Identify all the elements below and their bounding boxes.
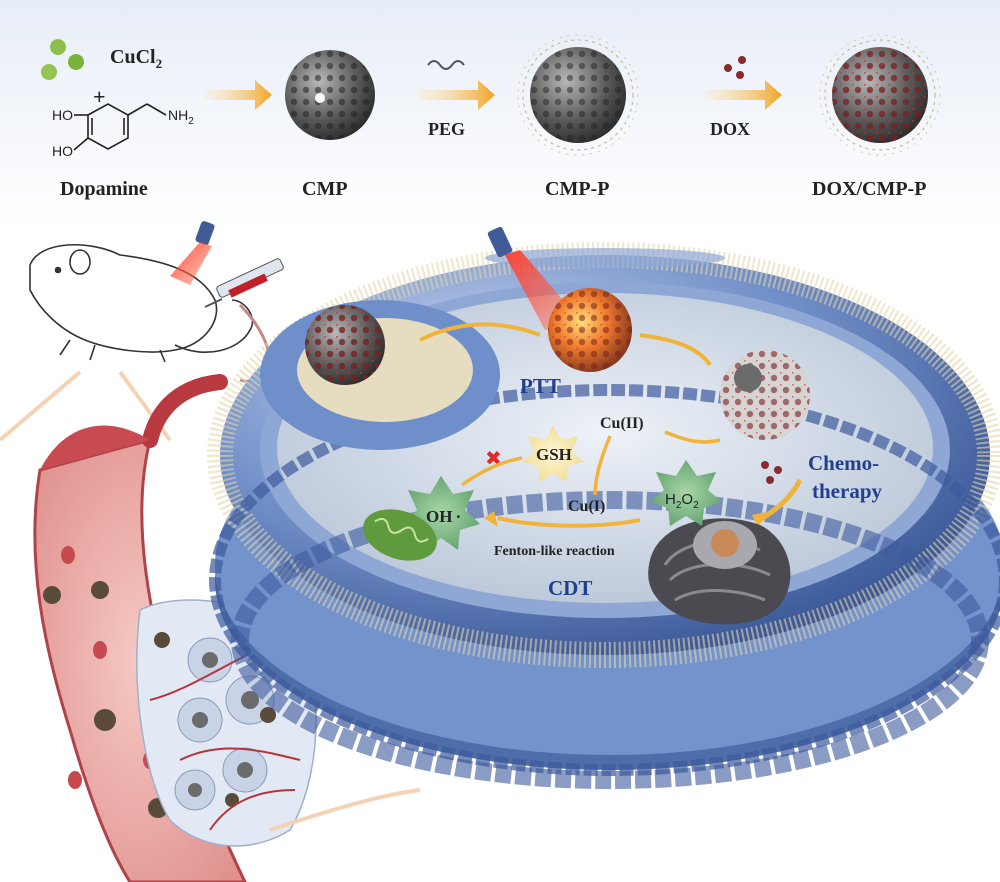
fenton-label: Fenton-like reaction [494,544,615,559]
arrow-fenton-head [484,511,498,527]
chemo-label-line2: therapy [812,479,882,503]
cu2-label: Cu(II) [600,415,644,432]
ho-bottom-label: HO [52,143,73,159]
released-dox-icon [761,461,782,484]
arrow-gsh-to-oh [460,456,523,487]
dox-molecule-icon [724,56,746,79]
ptt-label: PTT [520,374,561,398]
gsh-star [522,426,584,482]
mouse-illustration [29,243,272,383]
peg-chain-icon [427,60,465,70]
dox-label: DOX [710,119,750,139]
endocytosis-vesicle [260,300,500,450]
arrow-to-doxcmpp [705,80,782,110]
nucleus-er [648,518,791,625]
arrow-to-cmpp [418,80,495,110]
arrow-degraded-to-cu2 [664,430,721,444]
syringe-icon [204,258,284,308]
dopamine-label: Dopamine [60,178,148,200]
arrow-fenton [497,516,641,528]
doxcmpp-nanoparticle [819,34,941,156]
cu1-label: Cu(I) [568,498,605,515]
degraded-nanoparticle [720,350,810,440]
oh-radical-star [402,476,480,550]
gsh-label: GSH [536,445,572,464]
oh-label: OH· [426,507,461,526]
arrow-hot-to-degraded [639,333,712,367]
ho-top-label: HO [52,107,73,123]
arrow-to-cmp [205,80,272,110]
cmp-label: CMP [302,178,348,200]
cdt-label: CDT [548,576,592,600]
zoom-connector-left [0,370,82,442]
chemo-label-line1: Chemo- [808,451,879,475]
h2o2-star [650,460,722,526]
cucl2-label: CuCl2 [110,46,162,71]
cmp-nanoparticle [285,50,375,140]
mitochondrion [363,509,437,561]
synthesis-band [0,0,1000,225]
arrow-cu2-to-cu1 [593,435,612,496]
plus-sign: + [93,84,106,109]
laser-mouse [170,221,215,285]
h2o2-label: H2O2 [665,491,699,511]
nh2-label: NH2 [168,107,194,127]
zoom-connector-bottom [269,788,421,832]
arrow-dox-head [752,512,766,528]
cmpp-nanoparticle [517,34,639,156]
doxcmpp-label: DOX/CMP-P [812,178,926,200]
peg-label: PEG [428,119,465,139]
dopamine-structure-icon [73,103,167,151]
heated-nanoparticle [548,288,632,372]
cmpp-label: CMP-P [545,178,609,200]
arrow-vesicle-to-hot [419,322,541,342]
arrow-dox-to-nucleus [758,478,803,523]
copper-ion-icon [41,39,84,80]
